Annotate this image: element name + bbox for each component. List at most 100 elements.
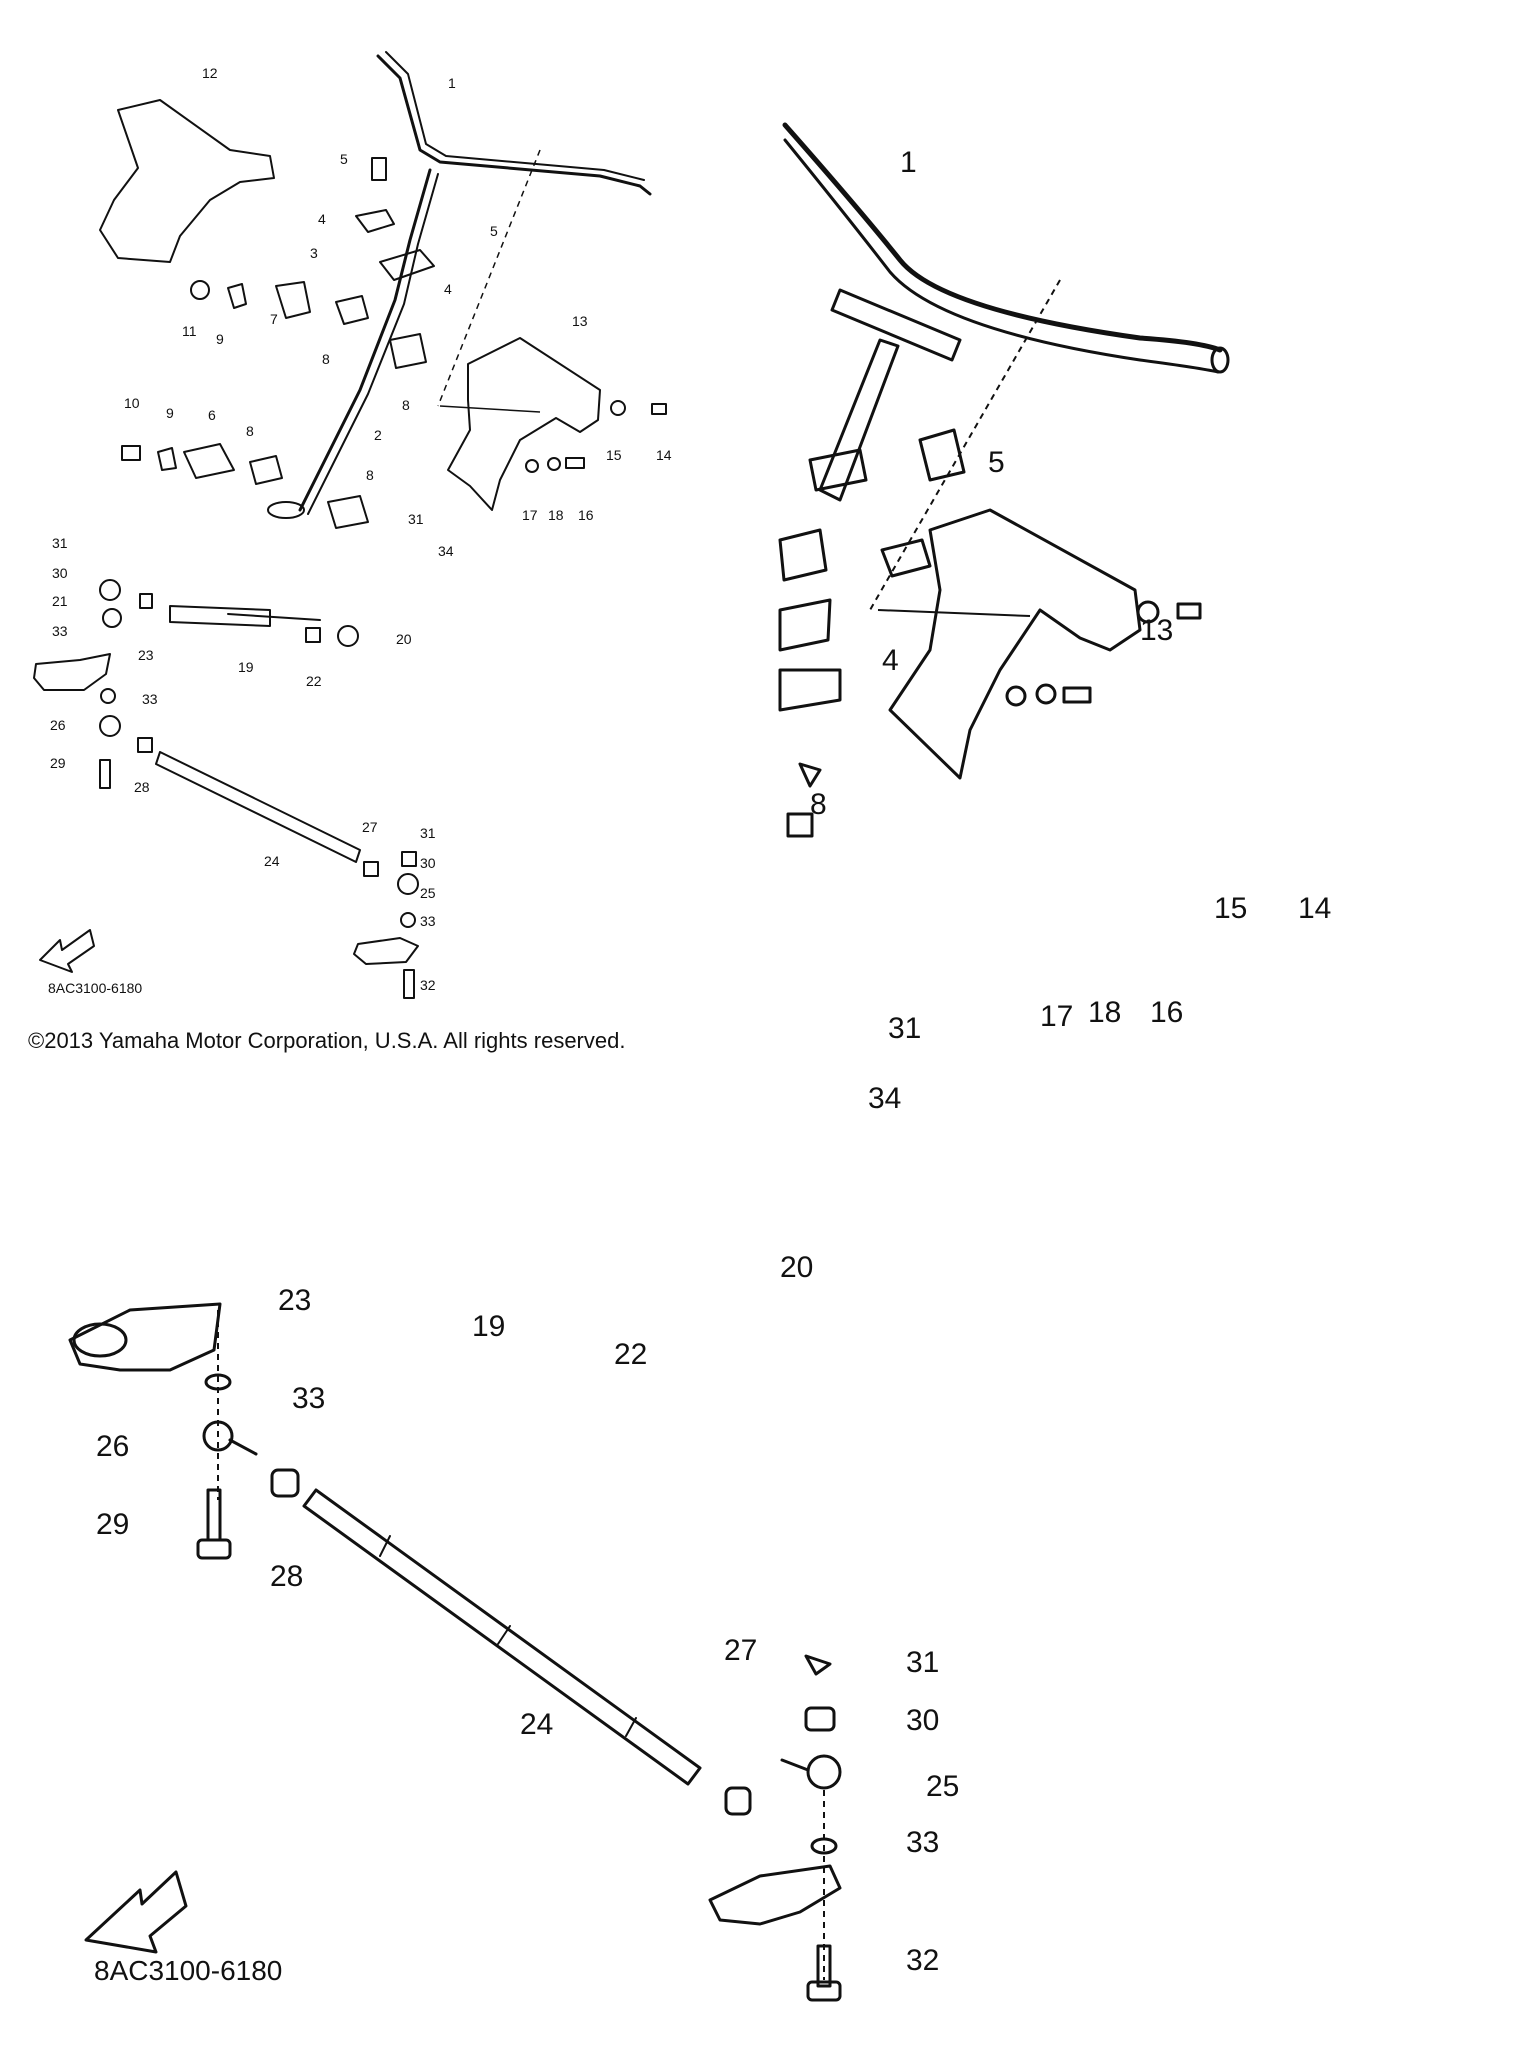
callout-8: 8 (322, 351, 330, 367)
nut-part (137, 737, 153, 753)
callout-5: 5 (340, 151, 348, 167)
ball-joint-stud (780, 1758, 810, 1772)
nut-part (305, 627, 321, 643)
cover-guide-line (869, 279, 1061, 611)
screw-part (1062, 686, 1092, 704)
column-clamp-part (808, 448, 868, 492)
bushing-part (249, 455, 283, 485)
callout-14: 14 (656, 447, 672, 463)
throttle-housing-part (99, 99, 275, 263)
callout-5: 5 (988, 446, 1005, 479)
washer-part (1035, 683, 1057, 705)
nut-part (139, 593, 153, 609)
callout-24: 24 (520, 1708, 553, 1741)
callout-30: 30 (906, 1704, 939, 1737)
bar-end-part (1210, 346, 1230, 374)
callout-33: 33 (292, 1382, 325, 1415)
callout-26: 26 (96, 1430, 129, 1463)
callout-18: 18 (1088, 996, 1121, 1029)
ball-joint-part (99, 715, 121, 737)
callout-21: 21 (52, 593, 68, 609)
screw-part (1176, 602, 1202, 620)
callout-22: 22 (306, 673, 322, 689)
callout-24: 24 (264, 853, 280, 869)
callout-28: 28 (270, 1560, 303, 1593)
bolt-part (99, 759, 111, 789)
bracket-part (183, 443, 235, 479)
callout-5: 5 (490, 223, 498, 239)
column-collar-part (267, 501, 305, 519)
callout-29: 29 (96, 1508, 129, 1541)
callout-2: 2 (374, 427, 382, 443)
knuckle-arm-part (708, 1864, 842, 1926)
callout-9: 9 (166, 405, 174, 421)
bolt-part (403, 969, 415, 999)
callout-11: 11 (182, 323, 197, 339)
knuckle-arm-part (353, 937, 419, 965)
ball-joint-part (397, 873, 419, 895)
callout-31: 31 (906, 1646, 939, 1679)
callout-17: 17 (522, 507, 538, 523)
callout-10: 10 (124, 395, 140, 411)
fwd-arrow-icon (39, 929, 95, 973)
callout-31: 31 (888, 1012, 921, 1045)
column-cover-part (888, 508, 1142, 780)
callout-19: 19 (472, 1310, 505, 1343)
callout-14: 14 (1298, 892, 1331, 925)
callout-15: 15 (1214, 892, 1247, 925)
clip-part (227, 283, 247, 309)
column-holder-part (379, 249, 435, 281)
tie-rod-joint (379, 1535, 391, 1557)
callout-30: 30 (52, 565, 68, 581)
callout-27: 27 (724, 1634, 757, 1667)
callout-8: 8 (366, 467, 374, 483)
callout-31: 31 (52, 535, 68, 551)
nut-part (270, 1468, 300, 1498)
handlebar-edge (783, 138, 1220, 374)
callout-32: 32 (420, 977, 436, 993)
fwd-arrow-icon (84, 1870, 188, 1954)
bolt-part (918, 428, 966, 482)
handlebar-edge (385, 51, 645, 181)
bolt-head-part (806, 1980, 842, 2002)
callout-33: 33 (142, 691, 158, 707)
holder-part (355, 209, 395, 233)
bushing-part (335, 295, 369, 325)
castle-nut-part (804, 1706, 836, 1732)
cotter-pin-part (798, 762, 822, 788)
callout-20: 20 (396, 631, 412, 647)
tie-rod-joint (497, 1625, 511, 1645)
holder-part (880, 538, 932, 578)
callout-16: 16 (578, 507, 594, 523)
bolt-part (371, 157, 387, 181)
cotter-pin-part (804, 1654, 832, 1676)
bushing-part (778, 668, 842, 712)
nut-part (724, 1786, 752, 1816)
tie-rod-part (155, 751, 361, 863)
callout-19: 19 (238, 659, 254, 675)
bracket-part (275, 281, 311, 319)
knuckle-eye-part (72, 1322, 128, 1358)
washer-part (100, 688, 116, 704)
callout-34: 34 (438, 543, 454, 559)
ball-joint-part (99, 579, 121, 601)
callout-7: 7 (270, 311, 278, 327)
washer-part (204, 1373, 232, 1391)
callout-30: 30 (420, 855, 436, 871)
callout-4: 4 (318, 211, 326, 227)
callout-1: 1 (448, 75, 456, 91)
callout-26: 26 (50, 717, 66, 733)
callout-9: 9 (216, 331, 224, 347)
callout-13: 13 (1140, 614, 1173, 647)
callout-31: 31 (408, 511, 424, 527)
callout-33: 33 (420, 913, 436, 929)
tie-rod-part (169, 605, 271, 627)
diagram-code-large: 8AC3100-6180 (94, 1955, 283, 1986)
knuckle-arm-part (68, 1302, 222, 1372)
ball-joint-part (806, 1754, 842, 1790)
